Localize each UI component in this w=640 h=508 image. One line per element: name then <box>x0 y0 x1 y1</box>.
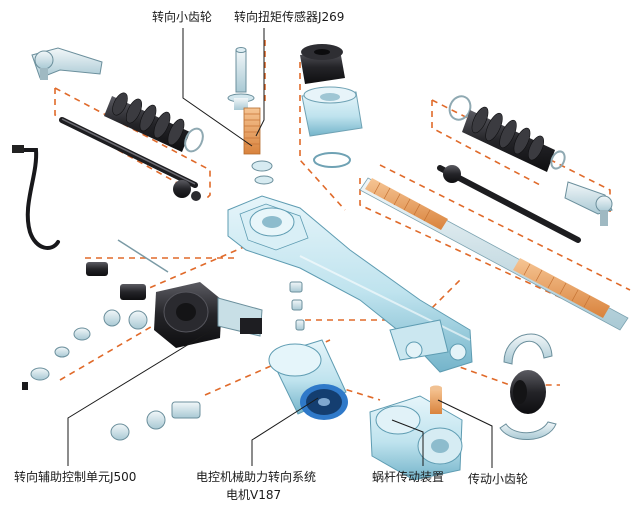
steering-rack-icon <box>227 195 473 373</box>
control-unit-icon <box>154 282 263 348</box>
bolts <box>289 281 305 331</box>
label-worm-gear: 蜗杆传动装置 <box>372 470 445 484</box>
leader-lines <box>67 28 493 468</box>
label-motor-line1: 电控机械助力转向系统 <box>196 470 317 484</box>
label-motor-line2: 电机V187 <box>226 488 282 502</box>
upper-cover <box>301 86 363 137</box>
right-inner-tie-rod <box>437 165 581 243</box>
mount-clamp <box>499 333 557 441</box>
label-pinion: 转向小齿轮 <box>152 10 213 24</box>
small-connectors <box>22 239 169 390</box>
right-tie-rod-end <box>564 181 613 226</box>
drive-pinion-shaft <box>430 385 442 414</box>
left-tie-rod-end <box>31 47 103 80</box>
seal-ring <box>313 152 351 168</box>
pinion-boot-cap <box>300 44 345 84</box>
steering-column-shaft <box>227 47 274 185</box>
motor-cylinder-icon <box>268 339 348 420</box>
rack-bar <box>359 177 629 331</box>
left-bellows-boot <box>104 92 204 153</box>
vent-hose <box>12 145 60 250</box>
right-bellows-boot <box>448 95 566 172</box>
left-inner-tie-rod <box>59 117 201 201</box>
label-control-unit: 转向辅助控制单元J500 <box>14 470 137 484</box>
worm-gear-housing <box>369 395 463 481</box>
label-drive-pinion: 传动小齿轮 <box>468 472 529 486</box>
lower-left-parts <box>110 401 201 441</box>
label-torque-sensor: 转向扭矩传感器J269 <box>234 10 345 24</box>
